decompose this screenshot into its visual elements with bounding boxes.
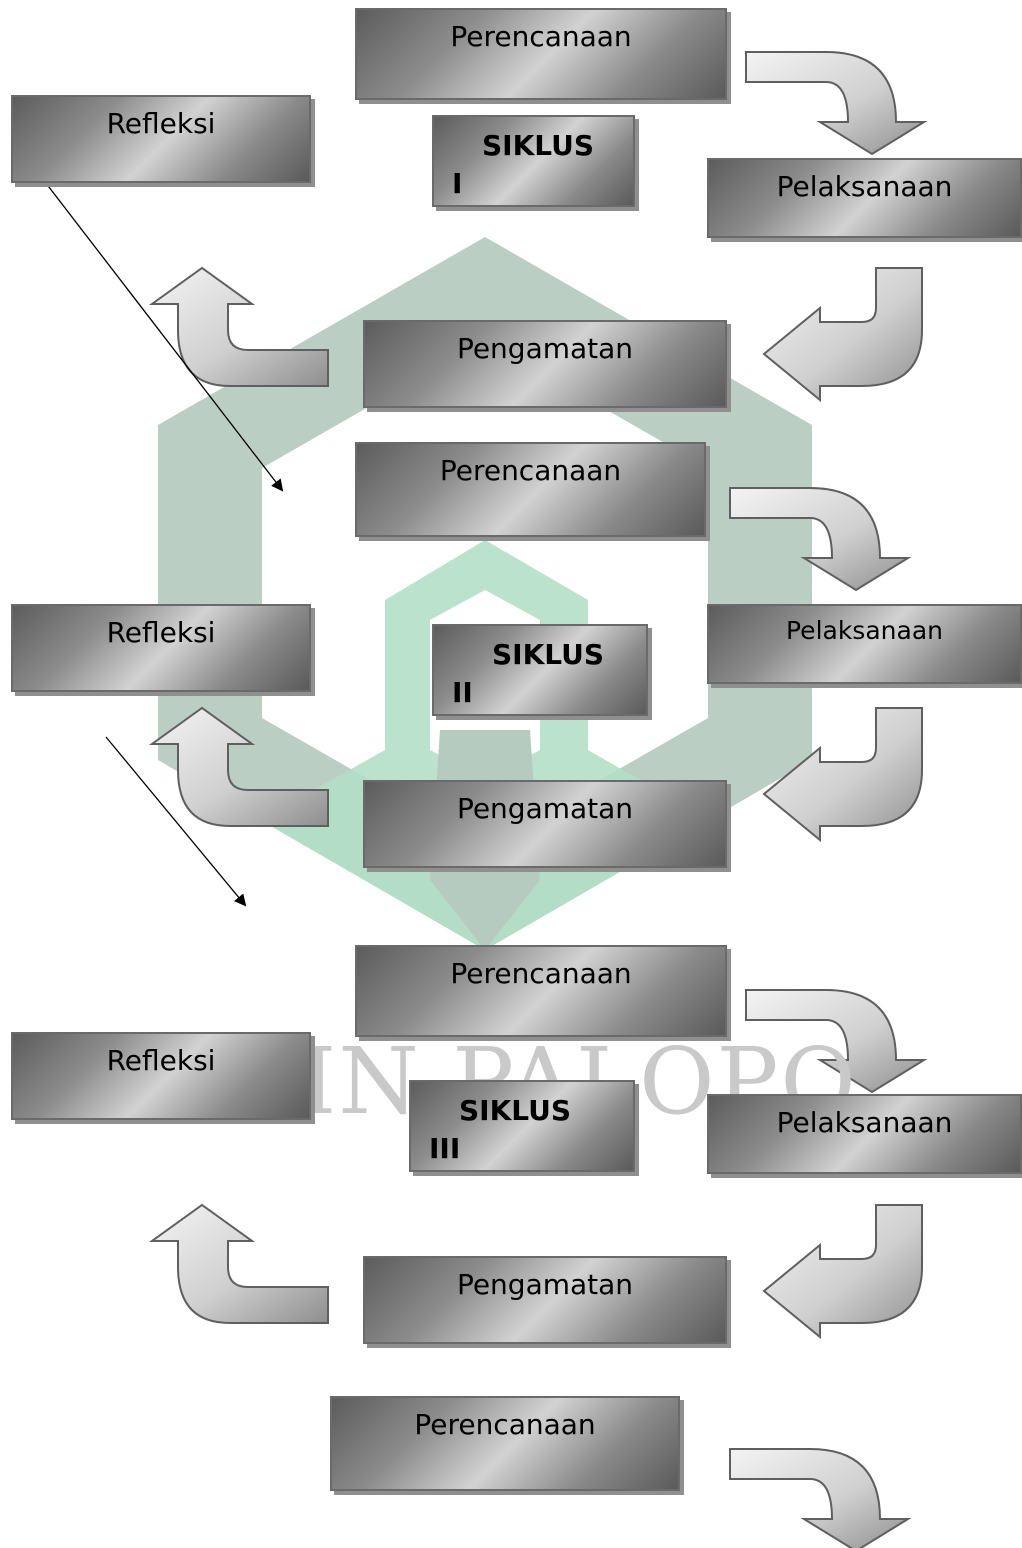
reflection-label: Refleksi [106, 1044, 216, 1077]
curved-arrow-down-right [745, 989, 928, 1094]
box-observation-1: Pengamatan [363, 320, 727, 408]
planning-label: Perencanaan [450, 957, 632, 990]
box-reflection-3: Refleksi [11, 1032, 311, 1120]
box-planning-3: Perencanaan [355, 945, 727, 1037]
curved-arrow-up-left [148, 706, 329, 827]
box-planning-final: Perencanaan [330, 1396, 680, 1491]
curved-arrow-down-left [762, 267, 923, 403]
cycle-label-line1: SIKLUS [482, 129, 595, 162]
box-planning-2: Perencanaan [355, 442, 706, 537]
curved-arrow-down-left [762, 707, 923, 843]
reflection-label: Refleksi [106, 107, 216, 140]
planning-label: Perencanaan [414, 1408, 596, 1441]
box-planning-1: Perencanaan [355, 8, 727, 100]
observation-label: Pengamatan [456, 1268, 634, 1301]
acting-label: Pelaksanaan [786, 616, 943, 645]
curved-arrow-down-right [729, 487, 912, 592]
curved-arrow-up-left [148, 1203, 329, 1324]
cycle-label-3: SIKLUS III [409, 1080, 635, 1172]
cycle-label-2: SIKLUS II [432, 624, 648, 716]
box-acting-3: Pelaksanaan [707, 1094, 1022, 1174]
curved-arrow-down-right [745, 51, 928, 156]
box-observation-2: Pengamatan [363, 780, 727, 868]
cycle-label-1: SIKLUS I [432, 115, 635, 207]
planning-label: Perencanaan [439, 454, 622, 487]
box-acting-1: Pelaksanaan [707, 158, 1022, 238]
connector-arrow [31, 164, 284, 492]
curved-arrow-down-right [729, 1448, 912, 1548]
box-reflection-1: Refleksi [11, 95, 311, 183]
box-reflection-2: Refleksi [11, 604, 311, 692]
cycle-label-line1: SIKLUS [492, 638, 605, 671]
cycle-label-line2: I [452, 167, 463, 200]
box-observation-3: Pengamatan [363, 1256, 727, 1344]
acting-label: Pelaksanaan [776, 1106, 953, 1139]
acting-label: Pelaksanaan [776, 170, 953, 203]
cycle-label-line2: III [429, 1132, 461, 1165]
curved-arrow-down-left [762, 1204, 923, 1340]
connector-arrow [105, 736, 247, 907]
planning-label: Perencanaan [450, 20, 632, 53]
observation-label: Pengamatan [456, 332, 634, 365]
cycle-arrows [148, 51, 928, 1548]
curved-arrow-up-left [148, 266, 329, 387]
observation-label: Pengamatan [456, 792, 634, 825]
cycle-label-line2: II [452, 676, 473, 709]
box-acting-2: Pelaksanaan [707, 604, 1022, 684]
reflection-label: Refleksi [106, 616, 216, 649]
cycle-label-line1: SIKLUS [459, 1094, 572, 1127]
